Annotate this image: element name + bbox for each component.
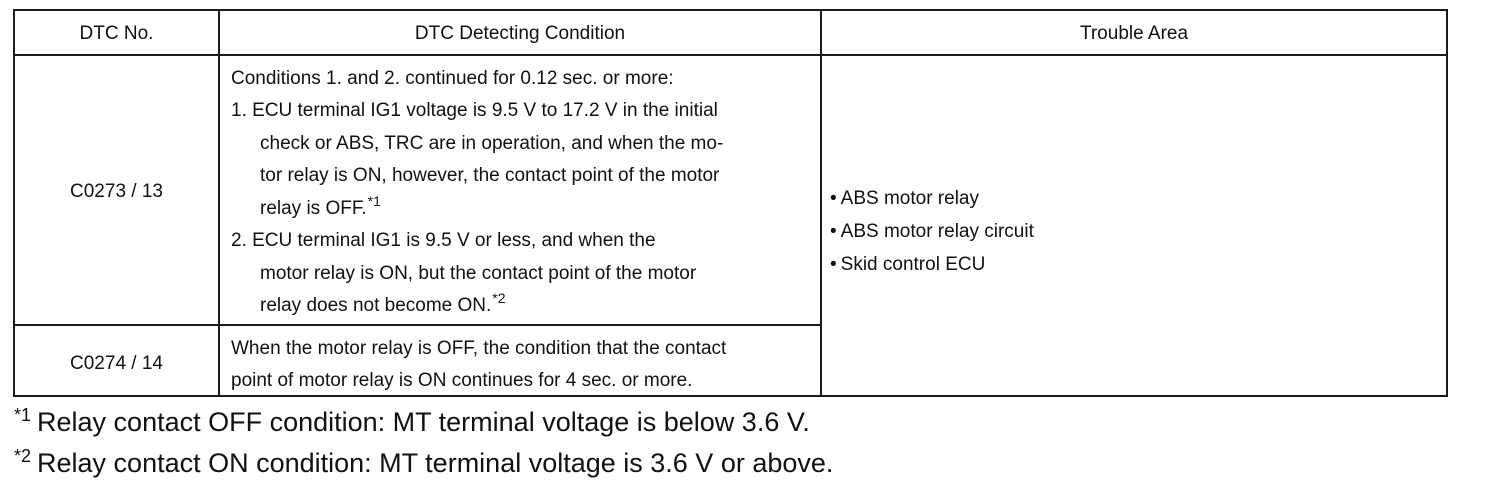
condition-line: point of motor relay is ON continues for… (231, 370, 693, 391)
condition-line-with-note: relay is OFF.*1 (260, 193, 381, 226)
condition-line: motor relay is ON, but the contact point… (260, 263, 697, 284)
bullet-icon: • (830, 221, 837, 242)
bullet-icon: • (830, 254, 837, 275)
footnote-ref-1: *1 (367, 193, 381, 209)
header-detecting-condition: DTC Detecting Condition (414, 23, 626, 44)
condition-line: 1. ECU terminal IG1 voltage is 9.5 V to … (231, 100, 718, 121)
condition-line: Conditions 1. and 2. continued for 0.12 … (231, 68, 674, 89)
trouble-area-item: •Skid control ECU (830, 249, 985, 282)
column-divider-2 (820, 11, 822, 395)
dtc-code-c0274: C0274 / 14 (70, 353, 163, 374)
condition-line: relay is OFF. (260, 198, 367, 219)
header-divider (15, 54, 1446, 56)
column-divider-1 (218, 11, 220, 395)
row-divider (15, 324, 820, 326)
bullet-icon: • (830, 188, 837, 209)
condition-line: When the motor relay is OFF, the conditi… (231, 338, 727, 359)
footnote-text: Relay contact OFF condition: MT terminal… (37, 407, 810, 437)
condition-line: check or ABS, TRC are in operation, and … (260, 133, 724, 154)
header-trouble-area: Trouble Area (1079, 23, 1189, 44)
header-dtc-no: DTC No. (79, 23, 154, 44)
condition-line-with-note: relay does not become ON.*2 (260, 290, 506, 323)
condition-line: 2. ECU terminal IG1 is 9.5 V or less, an… (231, 230, 656, 251)
trouble-area-item: •ABS motor relay (830, 183, 979, 216)
footnote-mark: *1 (14, 405, 32, 425)
trouble-area-item: •ABS motor relay circuit (830, 216, 1034, 249)
condition-line: relay does not become ON. (260, 295, 492, 316)
dtc-table: DTC No. DTC Detecting Condition Trouble … (13, 9, 1448, 397)
dtc-code-c0273: C0273 / 13 (70, 181, 163, 202)
footnote-mark: *2 (14, 446, 32, 466)
condition-line: tor relay is ON, however, the contact po… (260, 165, 720, 186)
footnote-ref-2: *2 (492, 290, 506, 306)
footnote-text: Relay contact ON condition: MT terminal … (37, 448, 834, 478)
